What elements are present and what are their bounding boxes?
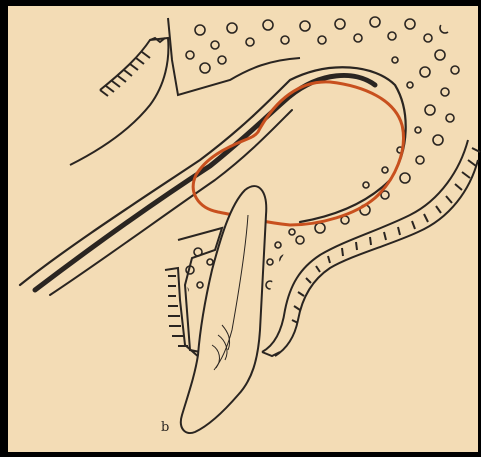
alveolar-ridge [262,140,480,356]
panel-label: b [161,420,169,435]
tooth [181,186,266,433]
upper-fragment [70,18,300,165]
